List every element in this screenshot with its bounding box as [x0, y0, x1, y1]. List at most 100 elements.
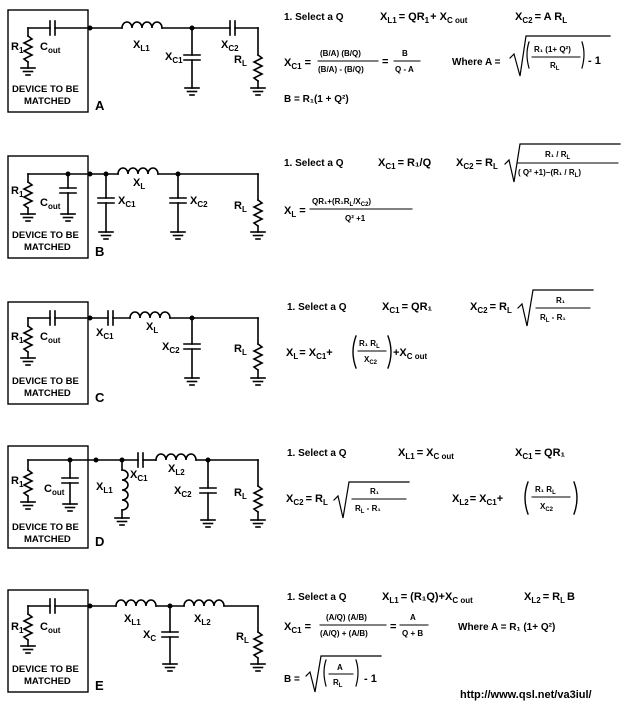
svg-text:A: A: [95, 98, 105, 113]
svg-text:XL2= RLB: XL2= RLB: [524, 591, 575, 605]
svg-text:1. Select a Q: 1. Select a Q: [287, 302, 347, 313]
svg-text:XC2= RL: XC2= RL: [456, 157, 498, 171]
svg-text:Where A =: Where A =: [452, 57, 501, 68]
svg-text:MATCHED: MATCHED: [24, 242, 71, 253]
svg-text:C: C: [95, 390, 105, 405]
svg-text:XC1= R₁/Q: XC1= R₁/Q: [378, 157, 432, 171]
svg-text:A: A: [337, 663, 343, 672]
svg-text:=: =: [382, 56, 388, 68]
device-box-e: [7, 589, 89, 693]
svg-text:( Q² +1)−(R₁ / RL): ( Q² +1)−(R₁ / RL): [518, 168, 581, 179]
device-box-a: [7, 9, 89, 113]
svg-text:Q² +1: Q² +1: [345, 214, 366, 223]
svg-text:XC1: XC1: [130, 469, 148, 483]
svg-text:XL =: XL =: [284, 205, 306, 219]
svg-text:RL: RL: [234, 343, 247, 357]
svg-text:XC1= QR₁: XC1= QR₁: [382, 301, 433, 315]
svg-text:XC2: XC2: [540, 502, 554, 513]
svg-text:XL2: XL2: [194, 613, 211, 627]
svg-text:XC1: XC1: [118, 195, 136, 209]
svg-text:Cout: Cout: [40, 197, 61, 211]
svg-text:XL1: XL1: [96, 481, 113, 495]
equations-d: 1. Select a Q XL1= XC out XC1= QR₁ XC2= …: [286, 447, 578, 519]
circuit-a: R1 Cout XL1 XC1 XC2 RL DEVICE TO BE MATC…: [7, 9, 266, 113]
svg-text:DEVICE TO BE: DEVICE TO BE: [12, 376, 79, 387]
svg-text:XC2: XC2: [174, 485, 192, 499]
svg-text:R1: R1: [11, 41, 24, 55]
svg-text:XL1: XL1: [133, 39, 150, 53]
svg-text:(B/A) (B/Q): (B/A) (B/Q): [320, 49, 361, 58]
svg-text:XL2= XC1+: XL2= XC1+: [452, 493, 503, 507]
svg-text:- 1: - 1: [588, 55, 601, 67]
svg-text:=: =: [390, 621, 396, 633]
svg-text:MATCHED: MATCHED: [24, 96, 71, 107]
svg-text:DEVICE TO BE: DEVICE TO BE: [12, 522, 79, 533]
svg-text:XC2: XC2: [364, 355, 378, 366]
svg-text:XC2: XC2: [162, 341, 180, 355]
svg-text:RL: RL: [550, 61, 560, 72]
svg-text:(A/Q) + (A/B): (A/Q) + (A/B): [320, 629, 368, 638]
svg-text:Cout: Cout: [40, 621, 61, 635]
svg-text:Cout: Cout: [40, 331, 61, 345]
svg-text:- 1: - 1: [364, 673, 377, 685]
svg-text:R1: R1: [11, 475, 24, 489]
svg-text:1. Select a Q: 1. Select a Q: [287, 592, 347, 603]
svg-text:XC2: XC2: [190, 195, 208, 209]
equations-a: 1. Select a Q XL1= QR1+ XC out XC2= A RL…: [284, 11, 611, 105]
svg-text:XL1: XL1: [124, 613, 141, 627]
svg-text:XC2= A RL: XC2= A RL: [515, 11, 567, 25]
svg-text:XL2: XL2: [168, 463, 185, 477]
equations-c: 1. Select a Q XC1= QR₁ XC2= RL R₁ RL - R…: [286, 289, 594, 369]
svg-text:(B/A) - (B/Q): (B/A) - (B/Q): [318, 65, 364, 74]
svg-text:E: E: [95, 678, 104, 693]
svg-text:RL: RL: [236, 631, 249, 645]
svg-text:MATCHED: MATCHED: [24, 388, 71, 399]
svg-text:XL1= XC out: XL1= XC out: [398, 447, 454, 461]
svg-text:R₁ / RL: R₁ / RL: [545, 150, 571, 161]
svg-text:RL - R₁: RL - R₁: [540, 313, 566, 324]
svg-text:B =: B =: [284, 674, 300, 685]
svg-text:Q + B: Q + B: [402, 629, 423, 638]
svg-text:Cout: Cout: [44, 483, 65, 497]
device-box-d: [7, 445, 89, 549]
circuit-e: R1 Cout XL1 XC XL2 RL DEVICE TO BE MATCH…: [7, 589, 266, 693]
svg-text:(A/Q) (A/B): (A/Q) (A/B): [326, 613, 367, 622]
svg-text:R₁: R₁: [556, 296, 566, 305]
svg-text:A: A: [410, 613, 416, 622]
svg-text:XC1= QR₁: XC1= QR₁: [515, 447, 566, 461]
svg-text:1. Select a Q: 1. Select a Q: [284, 158, 344, 169]
svg-text:+XC out: +XC out: [393, 347, 428, 361]
svg-text:Q - A: Q - A: [395, 65, 414, 74]
svg-text:RL: RL: [234, 487, 247, 501]
svg-text:D: D: [95, 534, 104, 549]
svg-text:XC2= RL: XC2= RL: [286, 493, 328, 507]
svg-text:Cout: Cout: [40, 41, 61, 55]
svg-text:XC1: XC1: [96, 327, 114, 341]
svg-text:B: B: [402, 49, 408, 58]
equations-b: 1. Select a Q XC1= R₁/Q XC2= RL R₁ / RL …: [284, 143, 621, 223]
svg-text:MATCHED: MATCHED: [24, 676, 71, 687]
source-url: http://www.qsl.net/va3iul/: [460, 689, 592, 701]
svg-text:XL: XL: [146, 321, 158, 335]
svg-text:Where A = R₁ (1+ Q²): Where A = R₁ (1+ Q²): [458, 622, 555, 633]
svg-text:XC1 =: XC1 =: [284, 621, 311, 635]
svg-text:R₁ RL: R₁ RL: [359, 339, 380, 350]
device-box-c: [7, 301, 89, 405]
svg-text:R1: R1: [11, 621, 24, 635]
svg-text:DEVICE TO BE: DEVICE TO BE: [12, 664, 79, 675]
svg-text:RL: RL: [234, 200, 247, 214]
svg-text:1. Select a Q: 1. Select a Q: [287, 448, 347, 459]
circuit-d: R1 Cout XL1 XC1 XL2 XC2 RL DEVICE TO BE …: [7, 445, 266, 549]
svg-text:MATCHED: MATCHED: [24, 534, 71, 545]
svg-text:DEVICE TO BE: DEVICE TO BE: [12, 230, 79, 241]
svg-text:XC1 =: XC1 =: [284, 57, 311, 71]
svg-text:XC2= RL: XC2= RL: [470, 301, 512, 315]
svg-text:XL1= QR1+ XC out: XL1= QR1+ XC out: [380, 11, 468, 25]
circuit-c: R1 Cout XC1 XL XC2 RL DEVICE TO BE MATCH…: [7, 301, 266, 405]
svg-text:XL1= (R₁Q)+XC out: XL1= (R₁Q)+XC out: [382, 591, 473, 605]
svg-text:B: B: [95, 244, 104, 259]
svg-text:1. Select a Q: 1. Select a Q: [284, 12, 344, 23]
svg-text:XC1: XC1: [165, 51, 183, 65]
svg-text:R1: R1: [11, 331, 24, 345]
svg-text:XL= XC1+: XL= XC1+: [286, 347, 333, 361]
